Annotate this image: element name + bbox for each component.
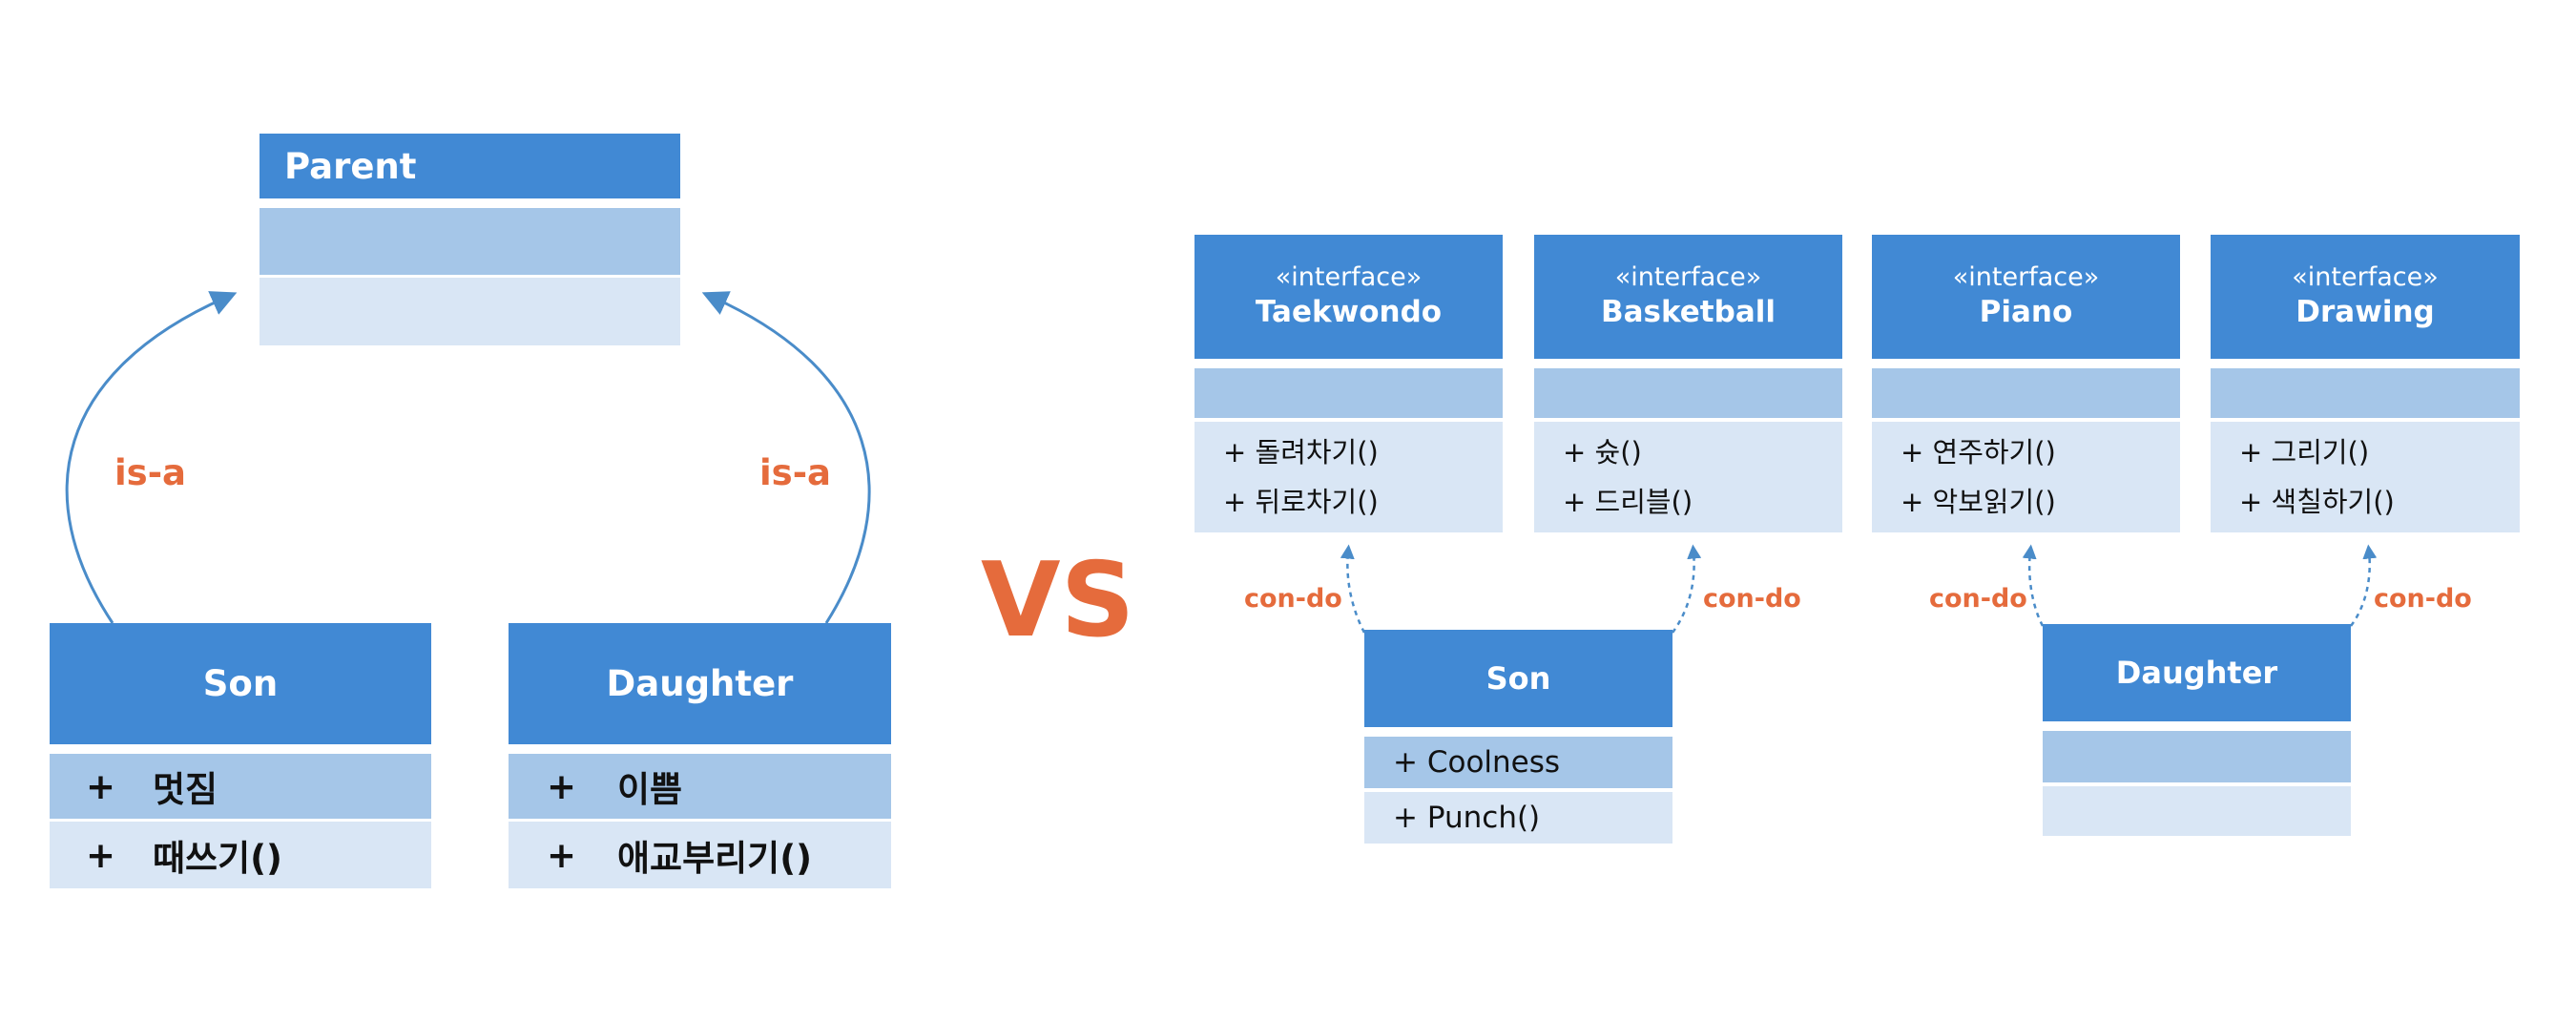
- implementing-son-attribute-row: + Coolness: [1364, 737, 1672, 788]
- daughter-method: 애교부리기(): [617, 838, 813, 879]
- plus-icon: +: [86, 834, 116, 876]
- interface-basketball-name: Basketball: [1601, 294, 1776, 329]
- parent-methods-section: [260, 278, 680, 345]
- interface-piano-attributes: [1872, 368, 2180, 418]
- implementing-daughter-name: Daughter: [2115, 655, 2278, 691]
- son-method: 때쓰기(): [153, 838, 282, 879]
- implementing-son-attribute: + Coolness: [1393, 745, 1561, 780]
- son-attribute: 멋짐: [153, 769, 218, 810]
- interface-taekwondo-name: Taekwondo: [1255, 294, 1443, 329]
- implementing-son-method: + Punch(): [1393, 801, 1541, 835]
- interface-basketball-header: «interface» Basketball: [1534, 235, 1842, 359]
- son-class-header: Son: [50, 623, 431, 744]
- interface-piano-methods: + 연주하기() + 악보읽기(): [1872, 422, 2180, 532]
- interface-drawing-header: «interface» Drawing: [2211, 235, 2520, 359]
- interface-method: + 악보읽기(): [1901, 486, 2056, 518]
- interface-piano-name: Piano: [1979, 294, 2073, 329]
- plus-icon: +: [86, 765, 116, 807]
- interface-method: + 색칠하기(): [2239, 486, 2395, 518]
- plus-icon: +: [547, 765, 577, 807]
- interface-method: + 그리기(): [2239, 436, 2370, 469]
- interface-taekwondo-box: «interface» Taekwondo + 돌려차기() + 뒤로차기(): [1195, 235, 1503, 532]
- parent-attributes-section: [260, 208, 680, 275]
- interface-piano-header: «interface» Piano: [1872, 235, 2180, 359]
- interface-method: + 돌려차기(): [1223, 436, 1379, 469]
- implementing-son-method-row: + Punch(): [1364, 792, 1672, 844]
- son-class-name: Son: [202, 663, 279, 704]
- interface-method: + 슛(): [1563, 436, 1642, 469]
- interface-basketball-attributes: [1534, 368, 1842, 418]
- realization-arrow-son-taekwondo: [1340, 544, 1366, 634]
- interface-taekwondo-methods: + 돌려차기() + 뒤로차기(): [1195, 422, 1503, 532]
- interface-stereotype: «interface»: [1614, 262, 1762, 293]
- parent-class-header: Parent: [260, 134, 680, 198]
- interface-method: + 드리블(): [1563, 486, 1693, 518]
- interface-drawing-attributes: [2211, 368, 2520, 418]
- implementing-daughter-attributes: [2043, 731, 2351, 782]
- interface-stereotype: «interface»: [1952, 262, 2100, 293]
- interface-method: + 연주하기(): [1901, 436, 2056, 469]
- implementing-daughter-box: Daughter: [2043, 624, 2351, 836]
- son-class-box: Son + 멋짐 + 때쓰기(): [50, 623, 431, 888]
- implementing-daughter-methods: [2043, 786, 2351, 836]
- interface-drawing-box: «interface» Drawing + 그리기() + 색칠하기(): [2211, 235, 2520, 532]
- parent-class-box: Parent: [260, 134, 680, 345]
- daughter-class-header: Daughter: [509, 623, 891, 744]
- daughter-method-row: + 애교부리기(): [509, 822, 891, 888]
- interface-method: + 뒤로차기(): [1223, 486, 1379, 518]
- implementing-son-box: Son + Coolness + Punch(): [1364, 630, 1672, 844]
- realization-arrow-son-basketball: [1671, 544, 1702, 634]
- interface-stereotype: «interface»: [1275, 262, 1423, 293]
- realization-arrow-daughter-drawing: [2350, 544, 2378, 627]
- plus-icon: +: [547, 834, 577, 876]
- parent-class-name: Parent: [284, 145, 417, 187]
- interface-taekwondo-header: «interface» Taekwondo: [1195, 235, 1503, 359]
- con-do-label-2: con-do: [1703, 584, 1801, 614]
- con-do-label-3: con-do: [1929, 584, 2027, 614]
- son-method-row: + 때쓰기(): [50, 822, 431, 888]
- son-attribute-row: + 멋짐: [50, 754, 431, 819]
- interface-drawing-name: Drawing: [2296, 294, 2435, 329]
- vs-label: VS: [981, 541, 1135, 660]
- interface-drawing-methods: + 그리기() + 색칠하기(): [2211, 422, 2520, 532]
- con-do-label-1: con-do: [1244, 584, 1342, 614]
- daughter-class-box: Daughter + 이쁨 + 애교부리기(): [509, 623, 891, 888]
- is-a-label-right: is-a: [759, 452, 832, 493]
- daughter-class-name: Daughter: [606, 663, 794, 704]
- interface-stereotype: «interface»: [2292, 262, 2439, 293]
- realization-arrow-daughter-piano: [2022, 544, 2045, 627]
- implementing-son-name: Son: [1485, 660, 1551, 697]
- daughter-attribute: 이쁨: [617, 769, 683, 810]
- interface-taekwondo-attributes: [1195, 368, 1503, 418]
- interface-basketball-methods: + 슛() + 드리블(): [1534, 422, 1842, 532]
- interface-basketball-box: «interface» Basketball + 슛() + 드리블(): [1534, 235, 1842, 532]
- con-do-label-4: con-do: [2374, 584, 2472, 614]
- interface-piano-box: «interface» Piano + 연주하기() + 악보읽기(): [1872, 235, 2180, 532]
- is-a-label-left: is-a: [114, 452, 187, 493]
- implementing-daughter-header: Daughter: [2043, 624, 2351, 721]
- implementing-son-header: Son: [1364, 630, 1672, 727]
- daughter-attribute-row: + 이쁨: [509, 754, 891, 819]
